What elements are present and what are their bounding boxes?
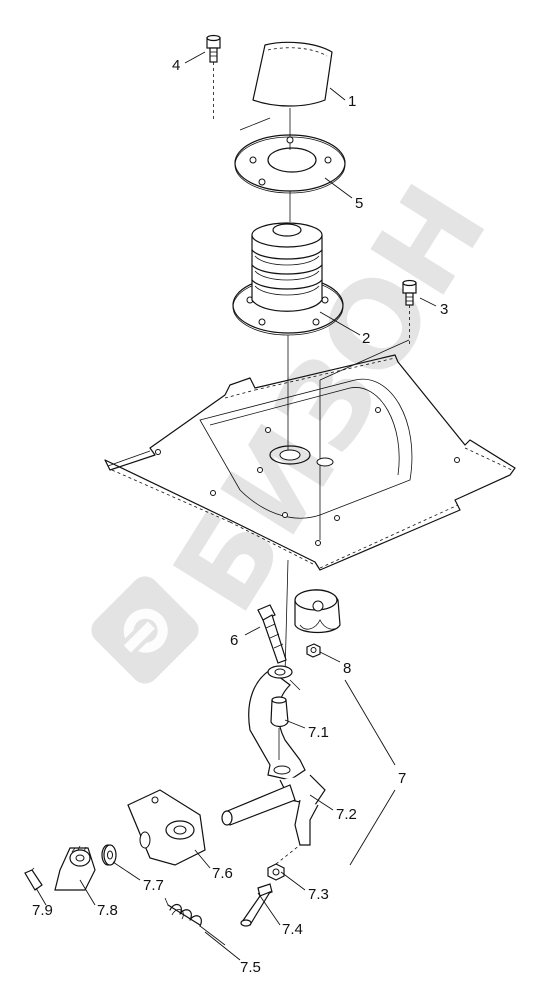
washer-7-7 [101,844,117,866]
callout-7-4: 7.4 [282,921,303,938]
callout-7-2: 7.2 [336,806,357,823]
lever-arm-7-2 [221,665,326,846]
clevis-7-8 [54,845,96,891]
nut-7-3 [267,844,301,881]
bolt-6 [257,604,287,664]
bellows-boot-2 [232,222,344,455]
bracket-7-6 [127,789,206,866]
callout-3: 3 [440,301,448,318]
callout-8: 8 [343,660,351,677]
callout-7-1: 7.1 [308,724,329,741]
bolt-4 [206,34,221,120]
rubber-block [294,589,341,634]
flange-plate-5 [234,117,346,222]
callout-1: 1 [348,93,356,110]
callout-7-3: 7.3 [308,886,329,903]
callout-7-6: 7.6 [212,865,233,882]
pin-7-9 [24,867,43,891]
watermark-logo [91,576,199,684]
leader-lines [35,51,437,961]
callout-labels: 4 1 5 3 2 6 8 7.1 7 7.2 7.6 7.7 7.3 7.8 … [32,57,448,976]
lever-knob-7-1 [270,696,289,760]
floor-plate [104,354,516,676]
callout-7-7: 7.7 [143,877,164,894]
callout-7: 7 [398,770,406,787]
spring-7-5 [164,897,226,946]
callout-7-9: 7.9 [32,902,53,919]
callout-4: 4 [172,57,180,74]
nut-8 [306,643,321,658]
callout-2: 2 [362,330,370,347]
watermark-text: БИЗОН [147,162,514,635]
callout-7-8: 7.8 [97,902,118,919]
callout-7-5: 7.5 [240,959,261,976]
callout-6: 6 [230,632,238,649]
bolt-3 [319,279,417,540]
callout-5: 5 [355,195,363,212]
knob-cap-1 [252,41,333,150]
bolt-7-4 [240,883,273,927]
